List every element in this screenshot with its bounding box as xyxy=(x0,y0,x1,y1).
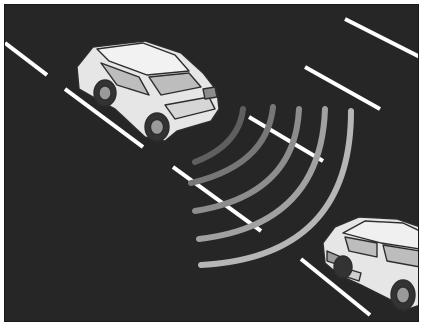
road-scene-frame xyxy=(4,4,419,322)
lead-car-tail-light xyxy=(203,87,217,99)
road-scene-svg xyxy=(5,5,419,322)
trailing-car-hub xyxy=(397,287,410,303)
lead-car-rear-hub xyxy=(151,120,164,135)
lead-car-front-hub xyxy=(99,86,111,100)
trailing-car-front-wheel-left xyxy=(334,256,352,278)
